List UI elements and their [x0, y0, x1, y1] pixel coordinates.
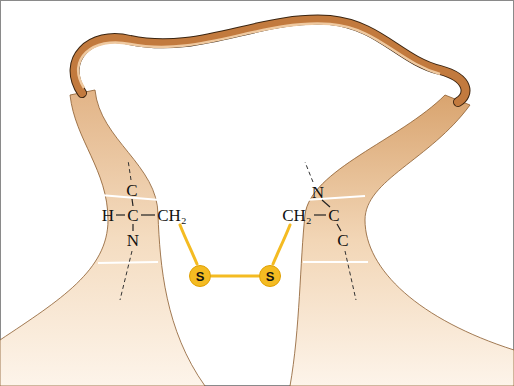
sulfur-atom: S: [259, 265, 281, 287]
atom-symbol: S: [266, 270, 275, 283]
sulfur-atom: S: [189, 265, 211, 287]
atom-label: C: [328, 207, 339, 224]
atom-label: N: [312, 184, 324, 201]
backbone-dashes: [120, 160, 356, 300]
disulfide-bond: [211, 275, 259, 278]
atom-label: C: [127, 207, 138, 224]
atom-symbol: S: [196, 270, 205, 283]
atom-label: C: [126, 182, 137, 199]
loop-ribbon: [75, 20, 466, 102]
atom-label: N: [127, 232, 139, 249]
atom-label: H: [102, 207, 114, 224]
right-strand: [290, 95, 514, 386]
ribbon-stripes: [98, 195, 368, 263]
loop-ribbon-face: [78, 24, 440, 88]
cysteine-sulfur-bonds: [180, 225, 290, 264]
atom-label: CH₂: [157, 207, 187, 224]
atom-label: C: [337, 232, 348, 249]
atom-label: CH₂: [282, 207, 312, 224]
left-strand: [0, 90, 205, 386]
bond-lines: [116, 199, 341, 231]
loop-ribbon-outline: [75, 20, 466, 102]
